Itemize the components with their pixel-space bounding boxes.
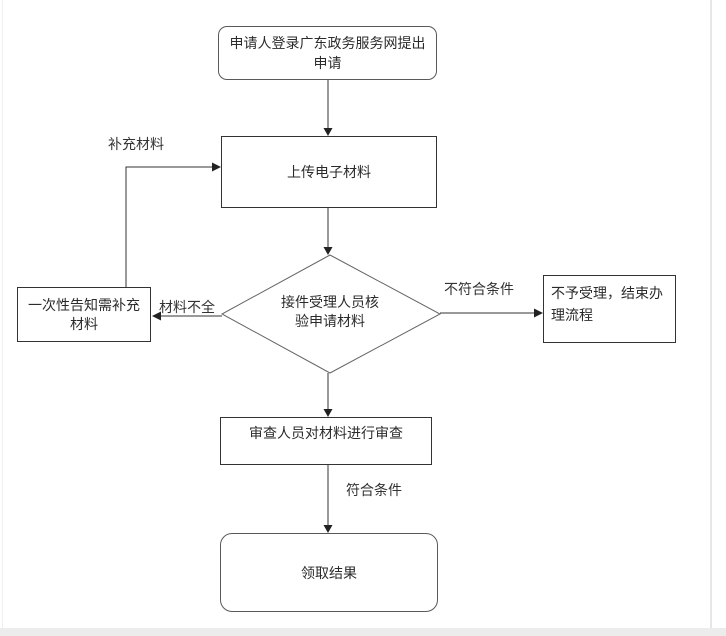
edge-notify-to-upload [125, 166, 212, 287]
arrowhead-down-icon [323, 128, 333, 136]
node-start-label: 申请人登录广东政务服务网提出申请 [229, 35, 426, 71]
node-upload-materials: 上传电子材料 [221, 136, 437, 208]
page-bottom-bar [0, 628, 726, 636]
node-notify-label: 一次性告知需补充材料 [28, 296, 140, 332]
node-review-label: 审查人员对材料进行审查 [249, 425, 403, 441]
node-review: 审查人员对材料进行审查 [220, 417, 432, 465]
node-verify-decision-label: 接件受理人员核验申请材料 [281, 294, 379, 329]
node-notify-supplement: 一次性告知需补充材料 [17, 287, 151, 342]
arrowhead-down-icon [323, 409, 333, 417]
edge-label-not-qualified: 不符合条件 [444, 281, 514, 297]
edge-label-qualified: 符合条件 [346, 482, 402, 498]
edge-label-materials-incomplete: 材料不全 [159, 299, 215, 315]
node-result: 领取结果 [220, 533, 438, 612]
page-left-border [2, 0, 3, 628]
node-result-label: 领取结果 [301, 564, 357, 581]
arrowhead-down-icon [323, 525, 333, 533]
node-reject: 不予受理，结束办理流程 [543, 275, 676, 343]
arrowhead-right-icon [534, 308, 543, 318]
decision-diamond-shape [220, 254, 442, 374]
arrowhead-left-icon [152, 311, 161, 321]
arrowhead-down-icon [323, 247, 333, 255]
node-start: 申请人登录广东政务服务网提出申请 [218, 26, 437, 80]
node-upload-label: 上传电子材料 [287, 164, 371, 180]
node-reject-label: 不予受理，结束办理流程 [551, 285, 663, 323]
arrowhead-right-icon [212, 162, 221, 172]
edge-label-supplement: 补充材料 [108, 136, 164, 152]
page-right-border [710, 0, 712, 628]
